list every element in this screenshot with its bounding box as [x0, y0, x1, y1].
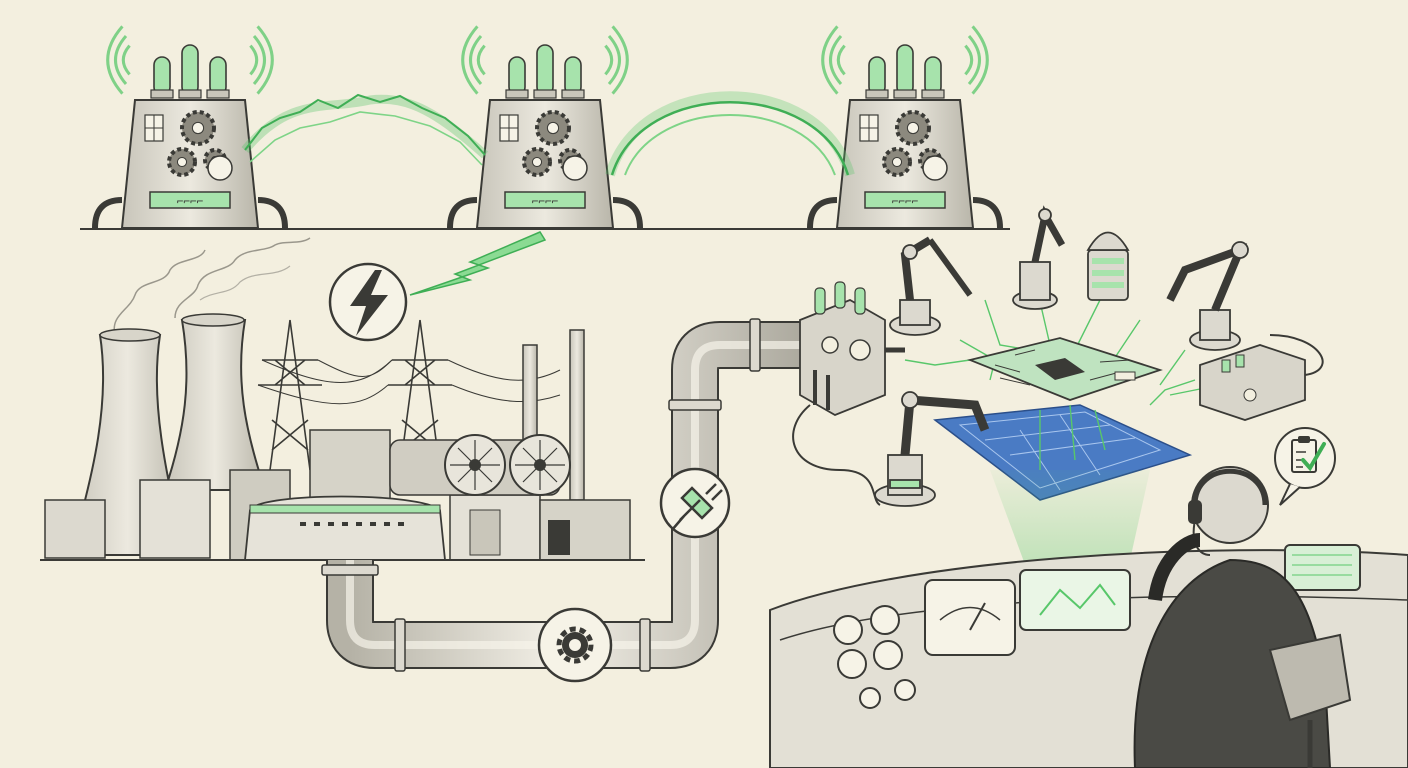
tower-display — [864, 191, 946, 209]
tower-link-arcs — [241, 91, 855, 177]
assembly-station — [792, 205, 1324, 507]
vacuum-tube — [209, 56, 227, 96]
turbine-housing — [389, 434, 571, 496]
analog-meter — [924, 579, 1016, 656]
operator-chair — [1268, 633, 1352, 722]
radio-wave — [967, 35, 981, 85]
status-screen — [1284, 544, 1361, 591]
vacuum-tube — [508, 56, 526, 96]
operator-figure — [1133, 466, 1352, 768]
junction-box — [799, 281, 905, 416]
robot-arm — [1166, 241, 1249, 351]
microchip-icon — [1035, 358, 1085, 380]
robot-arm — [889, 236, 973, 336]
robot-arm — [1086, 231, 1130, 301]
cooling-tower — [163, 319, 267, 491]
transmitter-tower: ⌐⌐⌐⌐ — [92, 25, 288, 229]
lightning-arc — [241, 94, 488, 159]
radio-wave — [964, 44, 974, 76]
vacuum-tube — [536, 44, 554, 96]
gear-icon — [556, 626, 594, 664]
smooth-arc — [605, 91, 855, 177]
vacuum-tube — [153, 56, 171, 96]
speech-bubble — [1274, 427, 1336, 506]
tower-display-readout: ⌐⌐⌐⌐ — [892, 195, 919, 208]
gear-badge — [537, 607, 613, 683]
circuit-board — [967, 337, 1163, 401]
gauge-cluster — [833, 605, 916, 709]
hologram-screen — [1019, 569, 1131, 631]
lightning-bolt-icon — [350, 270, 388, 336]
chimney — [569, 329, 585, 501]
robot-arm — [874, 391, 990, 507]
tower-display-readout: ⌐⌐⌐⌐ — [532, 195, 559, 208]
radio-wave — [611, 25, 629, 95]
dial-gauge — [562, 155, 588, 181]
vacuum-tube — [564, 56, 582, 96]
vacuum-tube — [896, 44, 914, 96]
radio-wave — [476, 44, 486, 76]
radio-wave — [249, 44, 259, 76]
clipboard-check-icon — [1291, 436, 1326, 473]
radio-wave — [971, 25, 989, 95]
radio-wave — [836, 44, 846, 76]
tower-display — [149, 191, 231, 209]
dial-gauge — [922, 155, 948, 181]
tower-display — [504, 191, 586, 209]
transmitter-tower: ⌐⌐⌐⌐ — [447, 25, 643, 229]
radio-wave — [829, 35, 843, 85]
lightning-strike — [409, 231, 547, 296]
radio-wave — [821, 25, 839, 95]
robot-arm — [1012, 205, 1066, 310]
radio-wave — [607, 35, 621, 85]
pipeline — [321, 318, 810, 683]
lightning-badge — [328, 262, 408, 342]
plug-badge — [659, 467, 731, 539]
radio-wave — [114, 35, 128, 85]
control-room — [769, 427, 1408, 768]
radio-wave — [604, 44, 614, 76]
smoke-plume — [113, 249, 206, 336]
vacuum-tube — [924, 56, 942, 96]
transmitter-towers-row: ⌐⌐⌐⌐ ⌐⌐⌐⌐ ⌐⌐⌐⌐ — [80, 25, 1010, 230]
radio-wave — [252, 35, 266, 85]
transmitter-tower: ⌐⌐⌐⌐ — [807, 25, 1003, 229]
dial-gauge — [207, 155, 233, 181]
radio-wave — [121, 44, 131, 76]
radio-wave — [256, 25, 274, 95]
power-lines — [257, 359, 561, 405]
vacuum-tube — [868, 56, 886, 96]
tower-display-readout: ⌐⌐⌐⌐ — [177, 195, 204, 208]
operator-head — [1191, 466, 1269, 544]
power-pylon — [258, 319, 452, 471]
headset-operator — [1192, 468, 1268, 506]
vacuum-tube — [181, 44, 199, 96]
plug-icon — [671, 483, 723, 531]
radio-wave — [106, 25, 124, 95]
radio-wave — [461, 25, 479, 95]
control-box — [1199, 334, 1324, 421]
radio-wave — [469, 35, 483, 85]
power-plant — [40, 237, 645, 561]
